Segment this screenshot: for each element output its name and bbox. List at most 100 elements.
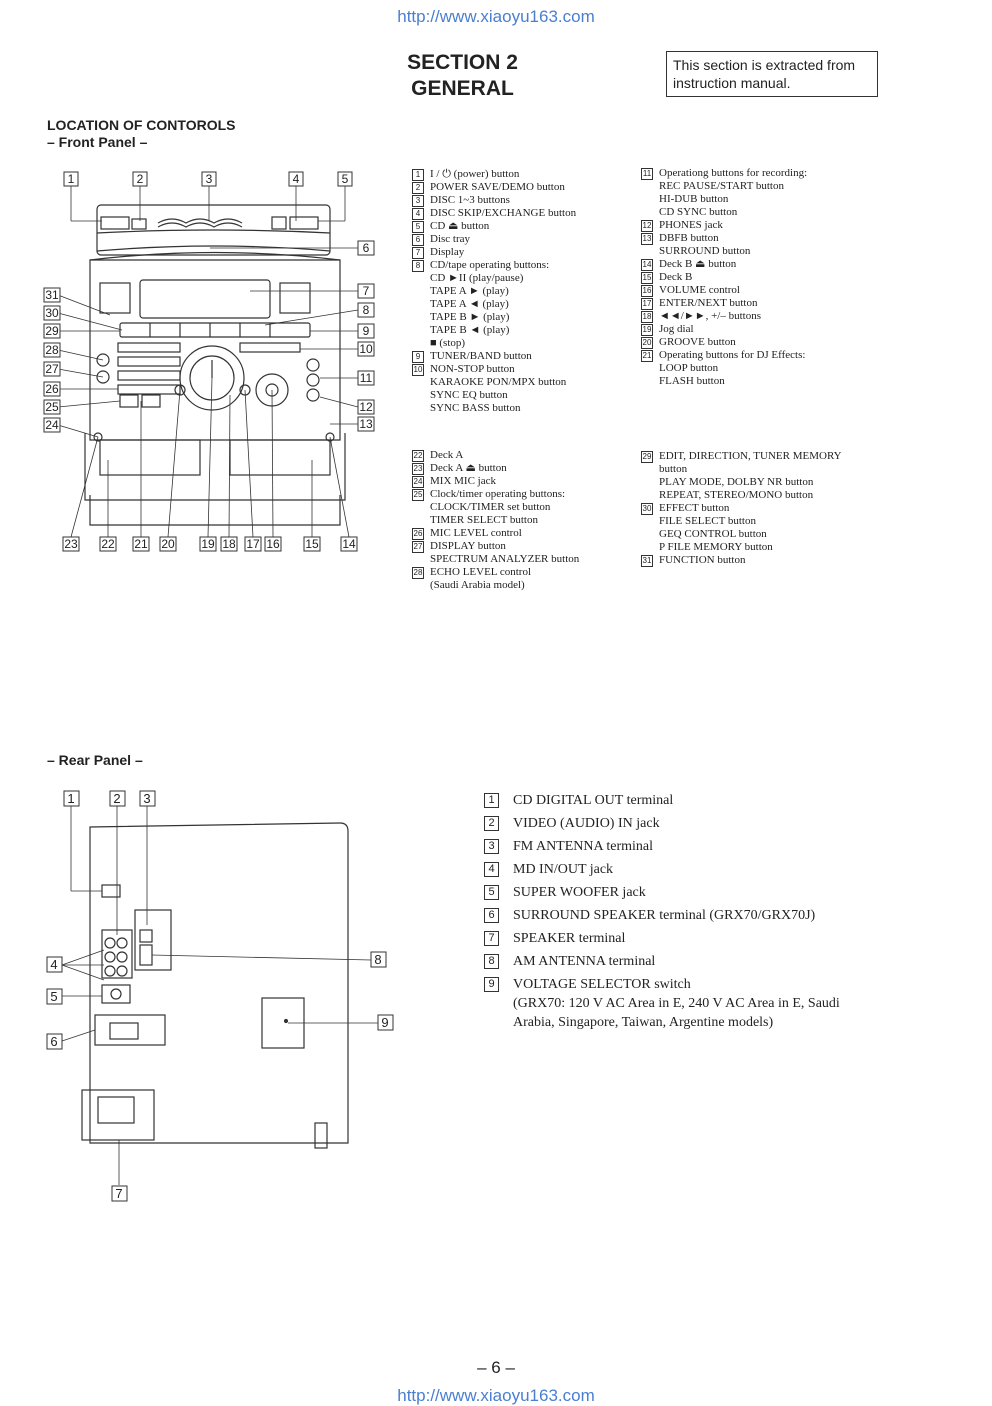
svg-text:1: 1	[67, 791, 74, 806]
item-line: REC PAUSE/START button	[659, 180, 784, 192]
item-line: CD ⏏ button	[430, 220, 490, 232]
item-text: I / ⏻ (power) button	[430, 168, 519, 181]
svg-text:4: 4	[293, 172, 300, 186]
item-number-box: 4	[484, 862, 499, 877]
item-number-box: 27	[412, 541, 424, 553]
front-callout-25: 25	[43, 399, 61, 415]
svg-text:3: 3	[143, 791, 150, 806]
item-number-box: 1	[484, 793, 499, 808]
item-text: Deck A	[430, 449, 463, 462]
item-number-box: 8	[412, 260, 424, 272]
item-text: Disc tray	[430, 233, 470, 246]
item-text: CD ⏏ button	[430, 220, 489, 233]
item-text: VOLTAGE SELECTOR switch(GRX70: 120 V AC …	[513, 975, 840, 1032]
item-line: PHONES jack	[659, 219, 723, 231]
item-text: POWER SAVE/DEMO button	[430, 181, 565, 194]
svg-text:1: 1	[68, 172, 75, 186]
svg-text:22: 22	[101, 537, 115, 551]
item-number-box: 28	[412, 567, 424, 579]
front-callout-4: 4	[288, 171, 304, 187]
svg-text:11: 11	[360, 371, 373, 385]
item-line: FILE SELECT button	[659, 515, 756, 527]
item-line: ENTER/NEXT button	[659, 297, 758, 309]
item-number-box: 3	[412, 195, 424, 207]
rear-callout-5: 5	[46, 988, 63, 1005]
svg-text:9: 9	[381, 1015, 388, 1030]
item-line: LOOP button	[659, 362, 719, 374]
svg-text:3: 3	[206, 172, 213, 186]
item-text: AM ANTENNA terminal	[513, 952, 655, 971]
item-line: EDIT, DIRECTION, TUNER MEMORY	[659, 450, 842, 462]
item-line: DISC SKIP/EXCHANGE button	[430, 207, 577, 219]
item-line: Clock/timer operating buttons:	[430, 488, 566, 500]
item-number-box: 17	[641, 298, 653, 310]
item-number-box: 2	[484, 816, 499, 831]
front-callout-15: 15	[303, 536, 321, 552]
item-number-box: 30	[641, 503, 653, 515]
item-number-box: 11	[641, 168, 653, 180]
rear-callout-1: 1	[63, 790, 80, 807]
svg-text:30: 30	[45, 306, 59, 320]
item-text: Clock/timer operating buttons:CLOCK/TIME…	[430, 488, 565, 527]
item-number-box: 15	[641, 272, 653, 284]
item-text: SPEAKER terminal	[513, 929, 625, 948]
item-number-box: 24	[412, 476, 424, 488]
svg-text:31: 31	[45, 288, 59, 302]
item-line: REPEAT, STEREO/MONO button	[659, 489, 814, 501]
item-number-box: 29	[641, 451, 653, 463]
item-line: FLASH button	[659, 375, 725, 387]
front-callout-27: 27	[43, 361, 61, 377]
front-callout-29: 29	[43, 323, 61, 339]
item-number-box: 1	[412, 169, 424, 181]
front-callout-8: 8	[357, 302, 375, 318]
item-number-box: 7	[412, 247, 424, 259]
item-line: SPEAKER terminal	[513, 931, 626, 946]
item-line: SYNC EQ button	[430, 389, 508, 401]
front-item-12: 12 PHONES jack	[641, 219, 871, 232]
front-item-17: 17 ENTER/NEXT button	[641, 297, 871, 310]
front-callout-16: 16	[264, 536, 282, 552]
front-panel-diagram: 1 2 3 4 5 6 7 8 9 10 11 12 13 14 15 16 1…	[43, 171, 375, 552]
item-line: AM ANTENNA terminal	[513, 954, 656, 969]
item-number-box: 9	[412, 351, 424, 363]
front-callout-14: 14	[340, 536, 358, 552]
rear-callout-3: 3	[139, 790, 156, 807]
item-text: DISC SKIP/EXCHANGE button	[430, 207, 576, 220]
svg-text:20: 20	[161, 537, 175, 551]
rear-list: 1 CD DIGITAL OUT terminal 2 VIDEO (AUDIO) I…	[484, 791, 904, 1036]
front-callout-17: 17	[244, 536, 262, 552]
front-callout-22: 22	[99, 536, 117, 552]
header-url[interactable]: http://www.xiaoyu163.com	[397, 7, 595, 26]
item-text: CD DIGITAL OUT terminal	[513, 791, 673, 810]
item-line: (GRX70: 120 V AC Area in E, 240 V AC Are…	[513, 996, 840, 1011]
footer-url[interactable]: http://www.xiaoyu163.com	[397, 1386, 595, 1405]
item-line: SURROUND SPEAKER terminal (GRX70/GRX70J)	[513, 908, 816, 923]
front-callout-26: 26	[43, 381, 61, 397]
item-line: DISC 1~3 buttons	[430, 194, 510, 206]
item-number-box: 23	[412, 463, 424, 475]
item-text: Operationg buttons for recording:REC PAU…	[659, 167, 807, 219]
item-line: MD IN/OUT jack	[513, 862, 614, 877]
item-line: TAPE B ◄ (play)	[430, 324, 510, 336]
item-line: Deck A ⏏ button	[430, 462, 507, 474]
svg-text:29: 29	[45, 324, 59, 338]
item-number-box: 12	[641, 220, 653, 232]
item-line: GEQ CONTROL button	[659, 528, 767, 540]
item-line: VIDEO (AUDIO) IN jack	[513, 816, 660, 831]
item-number-box: 14	[641, 259, 653, 271]
